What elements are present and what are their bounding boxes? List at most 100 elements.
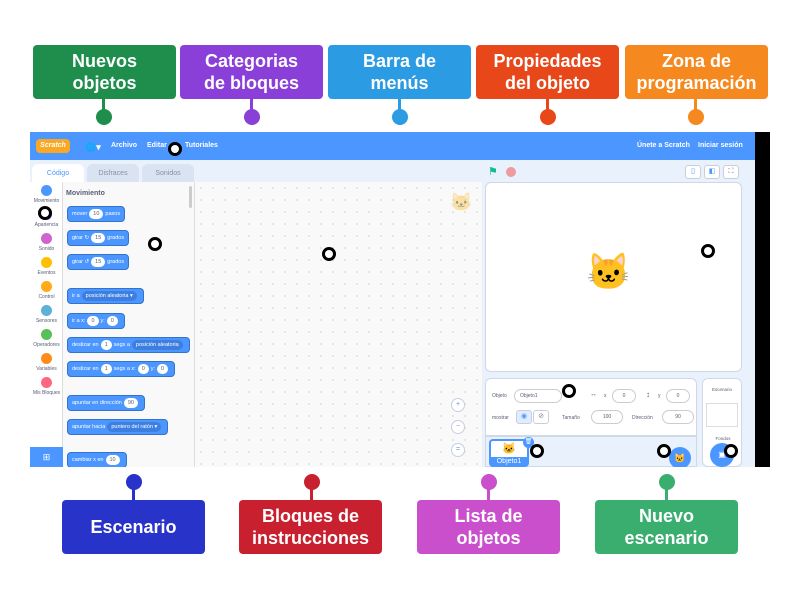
- marker: [530, 444, 544, 458]
- scratch-logo[interactable]: Scratch: [36, 139, 70, 153]
- stage-thumbnail[interactable]: [706, 403, 738, 427]
- show-visible-button[interactable]: ◉: [516, 410, 532, 424]
- direction-input[interactable]: 90: [662, 410, 694, 424]
- label-categorias: Categorias de bloques: [180, 45, 323, 99]
- category-list: Movimiento Apariencia Sonido Eventos Con…: [30, 182, 63, 467]
- marker: [168, 142, 182, 156]
- label-nuevo-escenario: Nuevo escenario: [595, 500, 738, 554]
- menu-bar: Scratch 🌐▾ Archivo Editar Tutoriales Úne…: [30, 132, 755, 160]
- pin-line: [398, 99, 401, 113]
- pin-dot: [244, 109, 260, 125]
- label-nuevos-objetos: Nuevos objetos: [33, 45, 176, 99]
- globe-icon[interactable]: 🌐▾: [85, 142, 101, 152]
- scratch-editor: Scratch 🌐▾ Archivo Editar Tutoriales Úne…: [30, 132, 770, 467]
- tab-disfraces[interactable]: Disfraces: [87, 164, 139, 184]
- label-zona-programacion: Zona de programación: [625, 45, 768, 99]
- stop-icon[interactable]: [506, 167, 516, 177]
- marker: [724, 444, 738, 458]
- fullscreen-button[interactable]: ⛶: [723, 165, 739, 179]
- pin-line: [487, 483, 490, 501]
- pin-line: [694, 99, 697, 113]
- sprite-name-input[interactable]: Objeto1: [514, 389, 562, 403]
- palette-heading: Movimiento: [66, 190, 105, 197]
- menu-editar[interactable]: Editar: [147, 142, 167, 149]
- menu-tutoriales[interactable]: Tutoriales: [185, 142, 218, 149]
- sprite-thumbnail[interactable]: 🐱 Objeto1: [489, 439, 529, 467]
- large-stage-button[interactable]: ◧: [704, 165, 720, 179]
- category-movimiento[interactable]: Movimiento: [30, 185, 63, 204]
- choose-sprite-button[interactable]: 🐱: [669, 447, 691, 467]
- stage[interactable]: 🐱: [485, 182, 742, 372]
- menu-archivo[interactable]: Archivo: [111, 142, 138, 149]
- label-escenario: Escenario: [62, 500, 205, 554]
- delete-sprite-icon[interactable]: 🗑: [523, 437, 534, 448]
- x-input[interactable]: 0: [612, 389, 636, 403]
- join-link[interactable]: Únete a Scratch: [637, 142, 690, 149]
- size-input[interactable]: 100: [591, 410, 623, 424]
- marker: [322, 247, 336, 261]
- zoom-in-button[interactable]: +: [451, 398, 465, 412]
- tab-sonidos[interactable]: Sonidos: [142, 164, 194, 184]
- window-edge: [755, 132, 770, 467]
- pin-dot: [481, 474, 497, 490]
- pin-line: [132, 483, 135, 501]
- pin-line: [665, 483, 668, 501]
- code-area[interactable]: 🐱 + − =: [195, 182, 482, 467]
- pin-dot: [392, 109, 408, 125]
- category-control[interactable]: Control: [30, 281, 63, 300]
- pin-line: [310, 483, 313, 501]
- cat-sprite[interactable]: 🐱: [586, 251, 631, 292]
- marker: [562, 384, 576, 398]
- add-extension-button[interactable]: ⊞: [30, 447, 63, 467]
- size-label: Tamaño: [562, 415, 580, 421]
- pin-line: [546, 99, 549, 113]
- sprite-properties: Objeto Objeto1 ↔ x 0 ↕ y 0 mostrar ◉ ⊘ T…: [485, 378, 697, 436]
- pin-dot: [126, 474, 142, 490]
- category-mis-bloques[interactable]: Mis Bloques: [30, 377, 63, 396]
- pin-dot: [540, 109, 556, 125]
- backdrops-label: Fondos: [715, 436, 731, 441]
- object-label: Objeto: [492, 393, 507, 399]
- category-eventos[interactable]: Eventos: [30, 257, 63, 276]
- pin-line: [250, 99, 253, 113]
- sprite-thumb-label: Objeto1: [491, 457, 527, 466]
- category-sonido[interactable]: Sonido: [30, 233, 63, 252]
- y-label: y: [658, 393, 661, 399]
- stage-pane-title: Escenario: [711, 387, 732, 392]
- pin-dot: [96, 109, 112, 125]
- category-variables[interactable]: Variables: [30, 353, 63, 372]
- marker: [38, 206, 52, 220]
- pin-dot: [304, 474, 320, 490]
- signin-link[interactable]: Iniciar sesión: [698, 142, 743, 149]
- y-arrow-icon: ↕: [646, 390, 650, 399]
- pin-line: [102, 99, 105, 113]
- category-operadores[interactable]: Operadores: [30, 329, 63, 348]
- palette-scrollbar[interactable]: [189, 186, 192, 208]
- x-arrow-icon: ↔: [590, 391, 597, 398]
- y-input[interactable]: 0: [666, 389, 690, 403]
- label-propiedades: Propiedades del objeto: [476, 45, 619, 99]
- category-sensores[interactable]: Sensores: [30, 305, 63, 324]
- tab-codigo[interactable]: Código: [32, 164, 84, 184]
- marker: [701, 244, 715, 258]
- pin-dot: [688, 109, 704, 125]
- zoom-out-button[interactable]: −: [451, 420, 465, 434]
- label-bloques: Bloques de instrucciones: [239, 500, 382, 554]
- small-stage-button[interactable]: ▯: [685, 165, 701, 179]
- label-lista-objetos: Lista de objetos: [417, 500, 560, 554]
- green-flag-icon[interactable]: ⚑: [488, 166, 498, 178]
- direction-label: Dirección: [632, 415, 653, 421]
- hide-button[interactable]: ⊘: [533, 410, 549, 424]
- zoom-reset-button[interactable]: =: [451, 443, 465, 457]
